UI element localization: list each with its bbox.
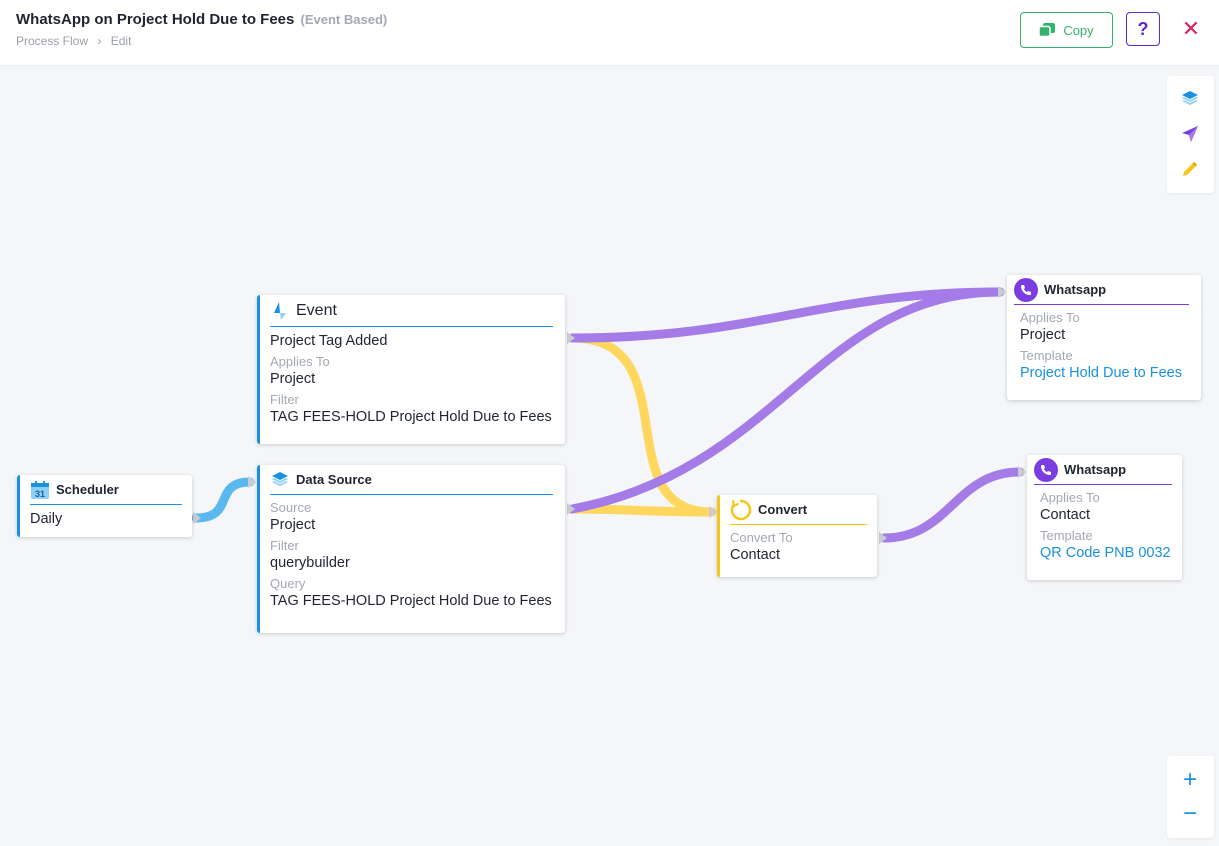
whatsapp-icon [1014, 277, 1038, 302]
field-label: Template [1020, 348, 1073, 363]
event-node[interactable]: Event Project Tag Added Applies To Proje… [257, 295, 565, 444]
edge-datasource-whatsapp [567, 287, 1005, 514]
node-title: Scheduler [56, 482, 119, 497]
edge-event-convert [567, 333, 717, 517]
field-value: TAG FEES-HOLD Project Hold Due to Fees [270, 593, 552, 609]
field-value: Contact [1040, 507, 1090, 523]
template-link[interactable]: QR Code PNB 0032 [1040, 545, 1171, 561]
input-port-whatsapp-1[interactable] [998, 286, 1006, 298]
node-header: Whatsapp [1014, 275, 1189, 305]
tool-palette [1167, 76, 1214, 193]
field-label: Convert To [730, 530, 793, 545]
layers-icon [272, 471, 288, 486]
input-port-convert[interactable] [709, 506, 717, 518]
output-port-scheduler[interactable] [193, 512, 201, 524]
breadcrumb-edit: Edit [110, 34, 132, 48]
node-title: Whatsapp [1064, 462, 1127, 477]
input-port-datasource[interactable] [248, 476, 256, 488]
output-port-event[interactable] [567, 332, 575, 344]
field-label: Source [270, 500, 312, 515]
node-header: Data Source [270, 465, 553, 495]
zoom-out-button[interactable]: − [1182, 800, 1197, 827]
help-button[interactable]: ? [1126, 12, 1160, 46]
field-label: Filter [270, 392, 299, 407]
breadcrumb-process-flow[interactable]: Process Flow [16, 34, 89, 48]
lightning-icon [274, 301, 286, 320]
page-title: WhatsApp on Project Hold Due to Fees (Ev… [16, 11, 387, 28]
copy-icon [1039, 23, 1056, 37]
node-header: Whatsapp [1034, 455, 1172, 485]
zoom-controls: + − [1167, 756, 1214, 838]
output-port-datasource[interactable] [567, 503, 575, 515]
node-title: Data Source [296, 472, 372, 487]
convert-icon [730, 499, 752, 520]
scheduler-node[interactable]: 31 Scheduler Daily [17, 475, 192, 537]
whatsapp-icon [1034, 457, 1058, 482]
calendar-icon: 31 [31, 480, 49, 499]
pencil-icon[interactable] [1179, 158, 1201, 180]
edge-scheduler-datasource [191, 477, 255, 523]
field-label: Applies To [1020, 310, 1080, 325]
chevron-right-icon: › [97, 34, 102, 48]
send-icon[interactable] [1179, 123, 1201, 145]
node-title: Event [296, 301, 337, 319]
field-label: Query [270, 576, 306, 591]
close-button[interactable]: ✕ [1181, 16, 1201, 41]
field-value: Project [270, 371, 316, 387]
flow-name: WhatsApp on Project Hold Due to Fees [16, 11, 295, 28]
node-header: Event [270, 295, 553, 327]
node-title: Whatsapp [1044, 282, 1107, 297]
schedule-frequency: Daily [30, 511, 63, 527]
node-title: Convert [758, 502, 808, 517]
edge-convert-whatsapp [879, 467, 1025, 543]
field-label: Applies To [270, 354, 330, 369]
input-port-whatsapp-2[interactable] [1018, 466, 1026, 478]
breadcrumb: Process Flow › Edit [16, 34, 131, 48]
edge-event-whatsapp [567, 287, 1005, 343]
event-trigger: Project Tag Added [270, 333, 388, 349]
field-value: Contact [730, 547, 780, 563]
field-value: querybuilder [270, 555, 350, 571]
output-port-convert[interactable] [879, 532, 887, 544]
calendar-day: 31 [35, 489, 45, 499]
field-value: Project [1020, 327, 1066, 343]
convert-node[interactable]: Convert Convert To Contact [717, 495, 877, 577]
node-header: Convert [730, 495, 867, 525]
field-label: Applies To [1040, 490, 1100, 505]
edge-datasource-convert [567, 504, 717, 517]
template-link[interactable]: Project Hold Due to Fees [1020, 365, 1182, 381]
copy-button[interactable]: Copy [1020, 12, 1113, 48]
field-label: Filter [270, 538, 299, 553]
field-label: Template [1040, 528, 1093, 543]
zoom-in-button[interactable]: + [1182, 766, 1197, 793]
copy-label: Copy [1063, 22, 1094, 38]
layers-icon[interactable] [1179, 88, 1201, 110]
field-value: TAG FEES-HOLD Project Hold Due to Fees [270, 409, 552, 425]
field-value: Project [270, 517, 316, 533]
whatsapp-node-1[interactable]: Whatsapp Applies To Project Template Pro… [1007, 275, 1201, 400]
node-header: 31 Scheduler [30, 475, 182, 505]
datasource-node[interactable]: Data Source Source Project Filter queryb… [257, 465, 565, 633]
whatsapp-node-2[interactable]: Whatsapp Applies To Contact Template QR … [1027, 455, 1182, 580]
flow-type: (Event Based) [300, 12, 388, 27]
page-header: WhatsApp on Project Hold Due to Fees (Ev… [0, 0, 1219, 66]
